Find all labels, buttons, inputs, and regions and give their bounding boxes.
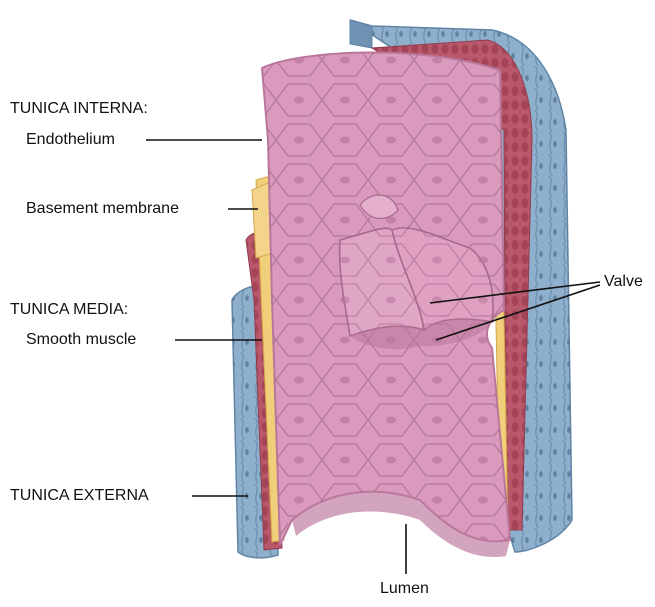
label-lumen: Lumen: [380, 580, 429, 598]
label-tunica-externa: TUNICA EXTERNA: [10, 487, 149, 505]
tunica-externa-cut-top: [350, 20, 372, 48]
label-valve: Valve: [604, 273, 643, 291]
label-endothelium: Endothelium: [26, 131, 115, 149]
label-basement-membrane: Basement membrane: [26, 200, 179, 218]
label-smooth-muscle: Smooth muscle: [26, 331, 136, 349]
label-tunica-media: TUNICA MEDIA:: [10, 301, 128, 319]
label-tunica-interna: TUNICA INTERNA:: [10, 100, 148, 118]
